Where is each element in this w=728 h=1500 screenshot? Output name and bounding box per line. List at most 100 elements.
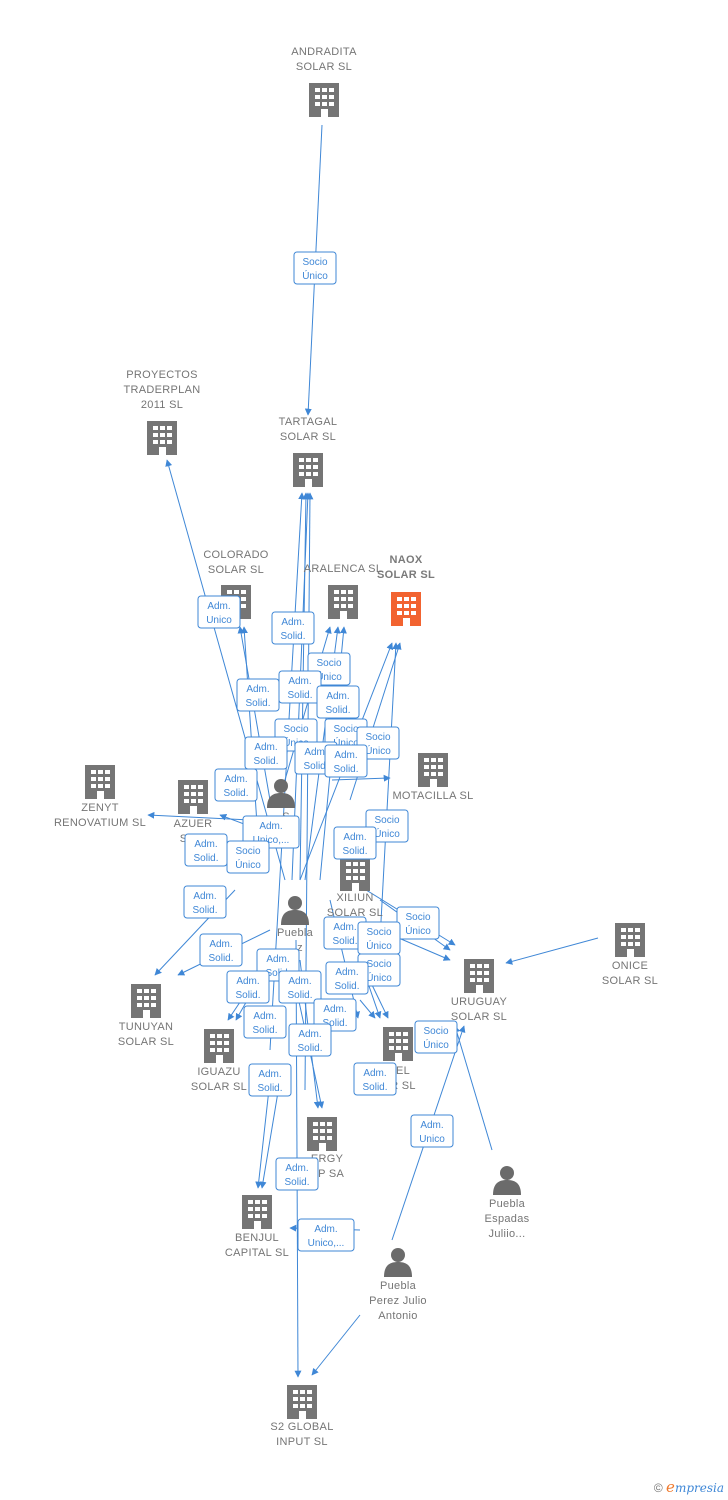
node-label-line: TARTAGAL (279, 416, 338, 428)
edge-label-text: Adm. (259, 821, 282, 832)
edge-label-28[interactable]: Adm.Solid. (325, 961, 369, 995)
node-aralenca[interactable]: ARALENCA SL (304, 563, 383, 619)
edge-label-text: Socio (374, 815, 399, 826)
edge-label-box (288, 1023, 332, 1057)
building-icon (287, 1385, 317, 1419)
node-label-line: Puebla (489, 1198, 526, 1210)
edges-layer (147, 124, 599, 1378)
edge-label-21[interactable]: Adm.Solid. (199, 933, 243, 967)
edge-label-text: Adm. (304, 747, 327, 758)
building-icon (147, 421, 177, 455)
edge-label-text: Adm. (288, 976, 311, 987)
node-label-line: URUGUAY (451, 996, 508, 1008)
edge-label-2[interactable]: Adm.Solid. (271, 611, 315, 645)
edge-label-text: Solid. (362, 1082, 387, 1093)
edge-23 (505, 937, 599, 965)
edge-label-5[interactable]: Adm.Solid. (278, 670, 322, 704)
edge-label-text: Adm. (420, 1120, 443, 1131)
edge-label-box (324, 744, 368, 778)
edge-label-text: Socio (316, 658, 341, 669)
node-motacilla[interactable]: MOTACILLA SL (392, 753, 473, 802)
edge-label-35[interactable]: Adm.Unico (410, 1114, 454, 1148)
building-icon (340, 857, 370, 891)
edge-label-text: Adm. (236, 976, 259, 987)
edge-6 (237, 626, 271, 801)
edge-label-box (410, 1114, 454, 1148)
edge-label-25[interactable]: Adm.Solid. (226, 970, 270, 1004)
edge-label-22[interactable]: Adm.Solid. (323, 916, 367, 950)
node-puebla_juliio[interactable]: PueblaEspadasJuliio... (485, 1166, 530, 1240)
edge-label-31[interactable]: Adm.Solid. (288, 1023, 332, 1057)
node-label-line: ZENYT (81, 802, 119, 814)
edge-label-33[interactable]: Adm.Solid. (353, 1062, 397, 1096)
edge-label-box (197, 595, 241, 629)
edge-label-text: Solid. (325, 705, 350, 716)
edge-label-text: Socio (423, 1026, 448, 1037)
edge-label-36[interactable]: Adm.Solid. (275, 1157, 319, 1191)
edge-label-6[interactable]: Adm.Solid. (316, 685, 360, 719)
edge-label-text: Adm. (209, 939, 232, 950)
edge-label-16[interactable]: Adm.Solid. (184, 833, 228, 867)
edge-label-text: Solid. (322, 1018, 347, 1029)
edge-label-18[interactable]: Adm.Solid. (333, 826, 377, 860)
edge-label-19[interactable]: Adm.Solid. (183, 885, 227, 919)
edge-label-box (293, 251, 337, 285)
edge-label-box (226, 840, 270, 874)
edge-label-13[interactable]: Adm.Solid. (214, 768, 258, 802)
edge-label-text: Socio (405, 912, 430, 923)
edge-label-3[interactable]: Adm.Solid. (236, 678, 280, 712)
edge-label-text: Adm. (335, 967, 358, 978)
building-icon (204, 1029, 234, 1063)
edge-label-26[interactable]: Adm. Solid. (278, 970, 322, 1004)
edge-label-text: Solid. (287, 990, 312, 1001)
node-label-line: INPUT SL (276, 1436, 328, 1448)
edge-label-text: Socio (366, 959, 391, 970)
node-label-line: S2 GLOBAL (270, 1421, 333, 1433)
edge-label-12[interactable]: Adm.Solid. (324, 744, 368, 778)
node-s2global[interactable]: S2 GLOBAL INPUT SL (270, 1385, 333, 1448)
building-icon (328, 585, 358, 619)
building-icon (131, 984, 161, 1018)
edge-label-29[interactable]: Adm.Solid. (243, 1005, 287, 1039)
node-label-line: ARALENCA SL (304, 563, 383, 575)
edge-label-text: Adm. (194, 839, 217, 850)
edge-label-8[interactable]: Adm.Solid. (244, 736, 288, 770)
edge-label-1[interactable]: Adm.Unico (197, 595, 241, 629)
edge-label-text: Único (302, 269, 328, 282)
edge-15 (147, 811, 251, 821)
edge-label-text: Socio (235, 846, 260, 857)
edge-label-37[interactable]: Adm.Unico,... (297, 1218, 355, 1252)
edge-label-text: Solid. (297, 1043, 322, 1054)
edge-label-text: Único (366, 971, 392, 984)
node-person2[interactable]: Puebla...z (277, 896, 314, 954)
edge-label-30[interactable]: Adm.Solid. (313, 998, 357, 1032)
edge-label-15[interactable]: Adm.Unico,... (242, 815, 300, 849)
edge-label-box (271, 611, 315, 645)
node-label-line: Puebla (277, 927, 314, 939)
node-label-line: Antonio (378, 1310, 417, 1322)
edge-label-box (316, 685, 360, 719)
main-company-building-icon (391, 592, 421, 626)
building-icon (615, 923, 645, 957)
edge-label-34[interactable]: Adm.Solid. (248, 1063, 292, 1097)
building-icon (383, 1027, 413, 1061)
